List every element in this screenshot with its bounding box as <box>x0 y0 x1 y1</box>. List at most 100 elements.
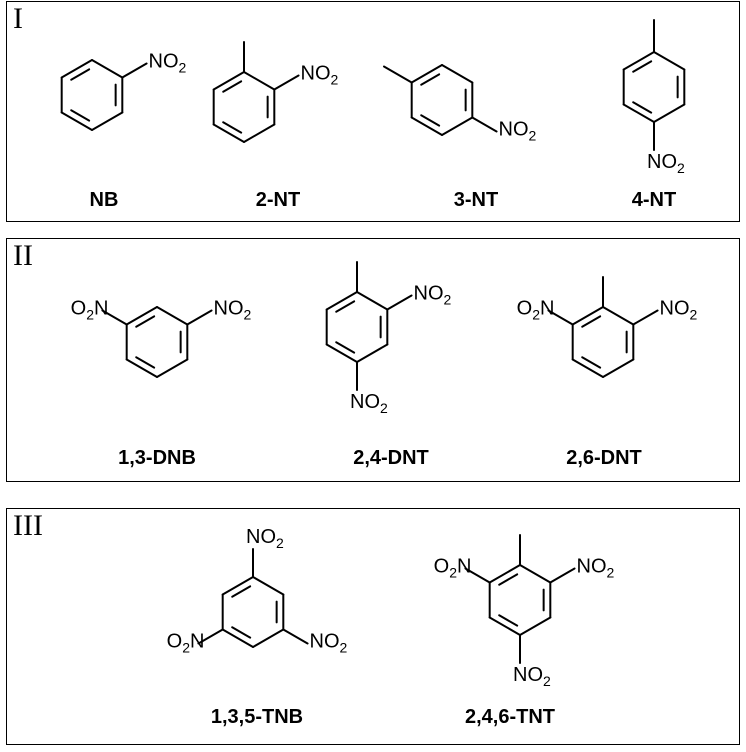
ring-bond <box>156 306 189 326</box>
double-bond <box>70 109 91 122</box>
ring-bond <box>622 51 655 71</box>
label-3-nt: 3-NT <box>453 189 499 211</box>
nitro-group: O2N <box>167 631 205 656</box>
structure-2-6-dinitrotoluene: NO2 O2N <box>517 276 698 378</box>
ring-bond <box>356 291 389 311</box>
group-panel-1: I <box>6 1 740 222</box>
double-bond <box>222 80 243 93</box>
structure-1-3-dinitrobenzene: O2N NO2 <box>71 298 252 378</box>
label-2-4-dnt: 2,4-DNT <box>353 447 429 469</box>
nitro-bond <box>282 628 309 645</box>
nitro-group: NO2 <box>499 119 537 144</box>
double-bond <box>135 356 156 369</box>
double-bond <box>632 101 653 114</box>
nitro-group: NO2 <box>246 526 284 551</box>
double-bond <box>222 121 243 134</box>
double-bond <box>335 341 356 354</box>
ring-bond <box>221 576 254 596</box>
ring-bond <box>488 564 521 584</box>
structure-4-nitrotoluene: NO2 <box>622 19 686 176</box>
ring-bond <box>325 343 358 363</box>
nitro-group: O2N <box>71 298 109 323</box>
nitro-group: O2N <box>517 298 555 323</box>
nitro-bond <box>547 309 574 326</box>
methyl-bond <box>382 65 413 84</box>
nitro-group: NO2 <box>301 63 339 88</box>
nitro-group: NO2 <box>513 664 551 689</box>
ring-bond <box>60 111 93 131</box>
structure-2-nitrotoluene: NO2 <box>212 41 339 143</box>
double-bond <box>420 114 441 127</box>
double-bond <box>420 73 441 86</box>
ring-bond <box>60 59 93 79</box>
label-2-nt: 2-NT <box>255 189 301 211</box>
double-bond <box>632 60 653 73</box>
nitro-group: NO2 <box>577 556 615 581</box>
nitro-bond <box>464 567 491 584</box>
double-bond <box>498 573 519 586</box>
ring-bond <box>356 343 389 363</box>
ring-bond <box>125 358 158 378</box>
ring-bond <box>252 576 285 596</box>
structure-3-nitrotoluene: NO2 <box>382 64 537 144</box>
nitro-bond <box>549 567 576 584</box>
ring-bond <box>252 628 285 648</box>
double-bond <box>70 68 91 81</box>
nitro-bond <box>471 116 498 133</box>
ring-bond <box>488 616 521 636</box>
ring-bond <box>91 111 124 131</box>
group-label-2: II <box>13 239 33 272</box>
ring-bond <box>243 71 276 91</box>
double-bond <box>581 315 602 328</box>
label-1-3-5-tnb: 1,3,5-TNB <box>210 706 304 728</box>
ring-bond <box>653 51 686 71</box>
double-bond <box>498 614 519 627</box>
double-bond <box>335 300 356 313</box>
group-label-1: I <box>13 2 23 35</box>
ring-bond <box>243 123 276 143</box>
nitro-bond <box>121 62 148 79</box>
label-1-3-dnb: 1,3-DNB <box>118 447 196 469</box>
nitro-group: NO2 <box>350 391 388 416</box>
ring-bond <box>622 103 655 123</box>
nitro-bond <box>386 294 413 311</box>
ring-bond <box>653 103 686 123</box>
ring-bond <box>156 358 189 378</box>
nitro-bond <box>186 309 213 326</box>
label-nb: NB <box>89 189 119 211</box>
ring-bond <box>125 306 158 326</box>
nitro-bond <box>101 309 128 326</box>
ring-bond <box>221 628 254 648</box>
nitro-group: NO2 <box>660 298 698 323</box>
ring-bond <box>325 291 358 311</box>
nitro-bond <box>197 628 224 645</box>
nitro-group: NO2 <box>214 298 252 323</box>
label-2-6-dnt: 2,6-DNT <box>566 447 642 469</box>
ring-bond <box>571 358 604 378</box>
nitro-group: NO2 <box>414 283 452 308</box>
label-2-4-6-tnt: 2,4,6-TNT <box>464 706 556 728</box>
double-bond <box>135 315 156 328</box>
group-panel-3: III <box>6 508 740 745</box>
ring-bond <box>602 306 635 326</box>
ring-bond <box>571 306 604 326</box>
ring-bond <box>410 64 443 84</box>
double-bond <box>231 626 252 639</box>
ring-bond <box>519 564 552 584</box>
ring-bond <box>212 71 245 91</box>
ring-bond <box>519 616 552 636</box>
nitro-group: NO2 <box>647 151 685 176</box>
ring-bond <box>441 116 474 136</box>
structure-nitrobenzene: NO2 <box>60 51 187 131</box>
double-bond <box>581 356 602 369</box>
label-4-nt: 4-NT <box>631 189 677 211</box>
nitro-bond <box>632 309 659 326</box>
group-label-3: III <box>13 509 43 542</box>
nitro-bond <box>273 74 300 91</box>
ring-bond <box>441 64 474 84</box>
double-bond <box>231 585 252 598</box>
